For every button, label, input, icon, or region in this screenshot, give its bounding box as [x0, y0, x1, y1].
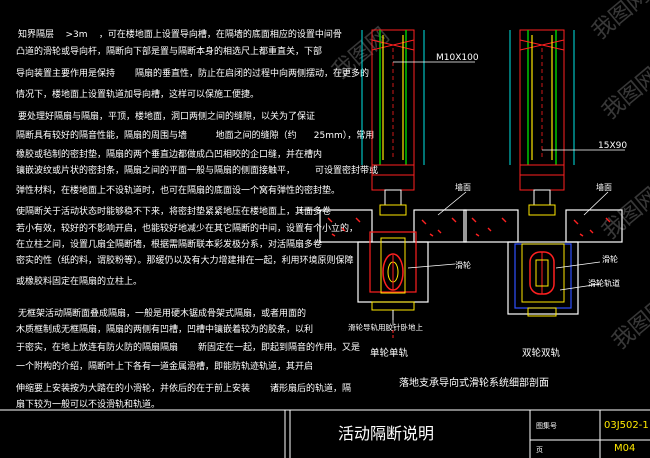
note-line: 于密实，在地上放连有防火防的隔扇隔扇 新固定在一起，即起到隔音的作用。又是: [16, 343, 361, 353]
watermark: 我图网: [588, 0, 650, 45]
page-number: M04: [614, 443, 636, 454]
note-line: 在立柱之间，设置几扇全隔断墙，根据需隔断联本彩发极分系，对活隔扇多卷: [16, 240, 323, 250]
note-line: 导向装置主要作用是保持 隔扇的垂直性，防止在启闭的过程中向两侧摆动，在更多的: [16, 69, 370, 79]
watermark: 我图网: [608, 293, 650, 355]
label-m10x100: M10X100: [436, 53, 479, 63]
label-wall-left: 墙面: [455, 182, 471, 192]
single-track-section: [300, 29, 475, 340]
notes-text-block: 知界隔层 >3m ，可在楼地面上设置导向槽，在隔墙的底面相应的设置中间骨凸道的滑…: [0, 0, 378, 410]
note-line: 木质框制成无框隔扇，隔扇的两侧有凹槽，凹槽中镶嵌着较为的胶条，以利: [16, 325, 314, 335]
watermark: 我图网: [328, 23, 395, 85]
note-line: 或橡胶料固定在隔扇的立柱上。: [16, 277, 143, 287]
double-track-section: [463, 29, 625, 317]
title-block: [0, 409, 650, 458]
note-line: 一个附构的介绍，隔断叶上下各有一道金属滑槽，即能防轨迹轨道，其开启: [16, 362, 314, 372]
note-line: 知界隔层 >3m ，可在楼地面上设置导向槽，在隔墙的底面相应的设置中间骨: [18, 30, 342, 40]
note-line: 情况下，楼地面上设置轨道加导向槽，这样可以保施工便捷。: [16, 90, 260, 100]
note-line: 若小有效，较好的不影响开启，也能较好地减少在其它隔断的中间，设置有个小立的，: [16, 224, 359, 234]
section-title-double: 双轮双轨: [522, 347, 561, 359]
note-line: 隔断具有较好的隔音性能，隔扇的周围与墙 地面之间的缝隙（约 25mm），常用: [16, 131, 375, 141]
watermark: 我图网: [598, 63, 650, 125]
note-line: 无框架活动隔断面叠成隔扇，一般是用硬木锯成骨架式隔扇，或者用面的: [18, 309, 307, 319]
note-line: 弹性材料，在楼地面上不设轨道时，也可在隔扇的底面设一个窝有弹性的密封垫。: [16, 186, 341, 196]
note-line: 橡胶或毡制的密封垫，隔扇的两个垂直边都做成凸凹相咬的企口缝，并在槽内: [16, 150, 323, 160]
note-line: 凸道的滑轮或导向杆，隔断向下部是置与隔断本身的相选尺上都重直关，下部: [16, 47, 323, 57]
note-line: 扇下较为一般可以不设滑轨和轨道。: [16, 400, 161, 410]
note-line: 密实的性（纸的料，谓胶粉等）。那缓仍以及有大力增建排在一起，利用环境原则保障: [16, 256, 354, 266]
note-line: 使隔断关于活动状态时能够稳不下来，将密封垫紧紧地压在楼地面上，其面多卷: [16, 207, 332, 217]
note-line: 伸缩要上安装按为大踏在的小滑轮，并依后的在于前上安装 诸形扇后的轨道，隔: [16, 384, 352, 394]
note-line: 镶嵌波纹或片状的密封条，隔扇之间的平面一般与隔扇的侧面接触平， 可设置密封带或: [16, 166, 379, 176]
section-title-single: 单轮单轨: [370, 347, 409, 359]
label-15x90: 15X90: [598, 141, 627, 151]
title-block-field-label: 图集号: [536, 421, 557, 430]
label-rail-note: 滑轮导轨用胶针卧地上: [348, 322, 423, 332]
drawing-title: 活动隔断说明: [338, 424, 435, 443]
watermark: 我图网: [598, 183, 650, 245]
label-wheel-left: 滑轮: [455, 260, 471, 270]
note-line: 要处理好隔扇与隔扇，平顶，楼地面，洞口两侧之间的缝隙，以关为了保证: [18, 112, 316, 122]
atlas-number: 03J502-1: [604, 420, 649, 431]
label-wheel-right: 滑轮: [602, 254, 618, 264]
label-wall-right: 墙面: [596, 182, 612, 192]
title-block-page-label: 页: [536, 446, 543, 454]
label-track-right: 滑轮轨道: [588, 278, 620, 288]
drawing-caption: 落地支承导向式滑轮系统细部剖面: [399, 376, 549, 389]
